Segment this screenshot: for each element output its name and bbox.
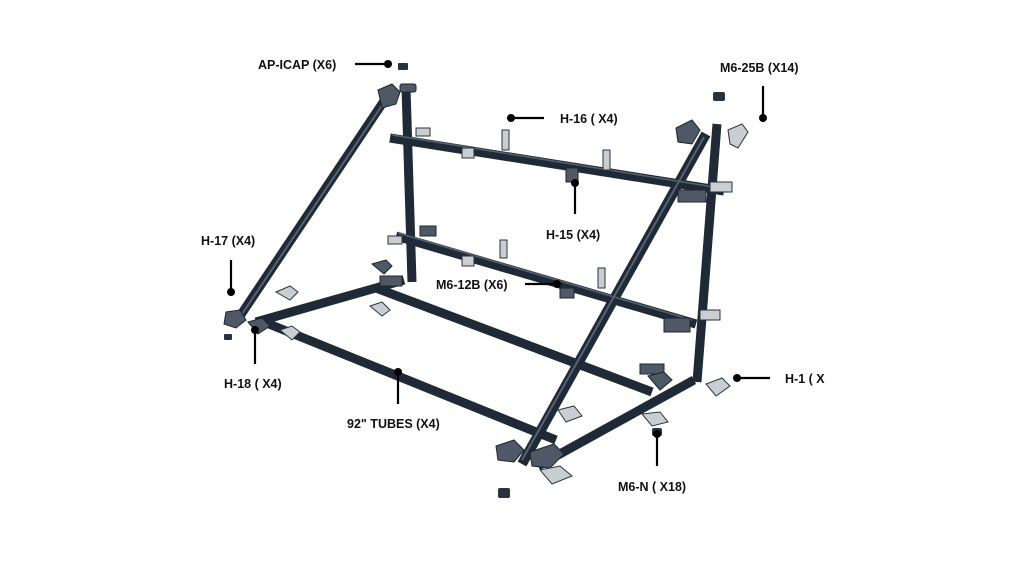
fitting-upper-right (677, 189, 707, 203)
fitting-h16 (461, 147, 475, 159)
label-h15: H-15 (X4) (546, 228, 600, 242)
label-h18: H-18 ( X4) (224, 377, 282, 391)
frame-tubes (232, 87, 725, 470)
fitting-h18 (223, 309, 247, 329)
fitting-floor-right-front (641, 411, 669, 427)
nut-m6n (224, 334, 232, 340)
fitting-right-top-bracket (727, 123, 749, 149)
tube-highlight (391, 134, 721, 189)
fitting-middle-m6 (559, 287, 575, 299)
fitting-middle (461, 255, 475, 267)
fitting-floor-mid (368, 301, 391, 317)
fitting-front-right (539, 465, 573, 485)
fitting-middle-left (387, 235, 403, 245)
fitting-h1 (705, 377, 731, 397)
tube-upper-crossbar (389, 133, 725, 196)
fitting-middle (499, 239, 508, 259)
fitting-h16 (501, 129, 510, 151)
fitting-cap (399, 83, 417, 93)
fitting-floor-center (557, 405, 583, 423)
tube-right-post (692, 123, 722, 383)
fitting-middle (597, 267, 606, 289)
dot-m6-25b (759, 114, 767, 122)
tube-middle-crossbar (394, 231, 698, 329)
label-m6-25b: M6-25B (X14) (720, 61, 799, 75)
tube-front-floor (262, 317, 558, 445)
bolt-m6-25b (713, 92, 725, 101)
label-h16: H-16 ( X4) (560, 112, 618, 126)
dot-h16 (507, 114, 515, 122)
label-92-tubes: 92" TUBES (X4) (347, 417, 440, 431)
cap-ap-icap (398, 63, 408, 70)
fitting-h16 (602, 149, 611, 171)
dot-92-tubes (394, 368, 402, 376)
fitting-floor-left (278, 325, 301, 341)
label-h17: H-17 (X4) (201, 234, 255, 248)
fitting-front-corner (495, 439, 525, 463)
dot-ap-icap (384, 60, 392, 68)
fitting-right-top (675, 119, 701, 145)
tube-back-left-post (401, 87, 417, 283)
fitting-floor-left-corner (379, 275, 403, 287)
tube-right-floor-front (535, 376, 697, 470)
dot-h17 (227, 288, 235, 296)
fitting-front-corner (529, 443, 565, 469)
dot-h18 (251, 326, 259, 334)
fitting-floor-left (274, 285, 299, 301)
fitting-middle-h15 (419, 225, 437, 237)
dot-m6-12b (553, 280, 561, 288)
tube-inner-floor (374, 283, 654, 397)
fitting-h17-top (377, 83, 401, 109)
tube-highlight (521, 136, 705, 461)
fitting-floor-left-top (370, 259, 393, 275)
tube-highlight (397, 232, 693, 321)
label-m6n: M6-N ( X18) (618, 480, 686, 494)
tube-highlight (237, 94, 390, 321)
labels: AP-ICAP (X6) M6-25B (X14) H-16 ( X4) H-1… (201, 58, 825, 494)
label-h1: H-1 ( X (785, 372, 825, 386)
fitting-middle-right (663, 317, 691, 333)
fitting-floor-right (647, 371, 673, 391)
fittings (223, 63, 749, 498)
fitting-middle-right-end (699, 309, 721, 321)
dot-h1 (733, 374, 741, 382)
callouts (227, 60, 770, 466)
dot-m6n (653, 430, 661, 438)
label-m6-12b: M6-12B (X6) (436, 278, 508, 292)
dot-h15 (571, 179, 579, 187)
fitting-upper-right-end (709, 181, 733, 193)
fitting-h16 (415, 127, 431, 137)
nut-m6n (498, 488, 510, 498)
label-ap-icap: AP-ICAP (X6) (258, 58, 336, 72)
